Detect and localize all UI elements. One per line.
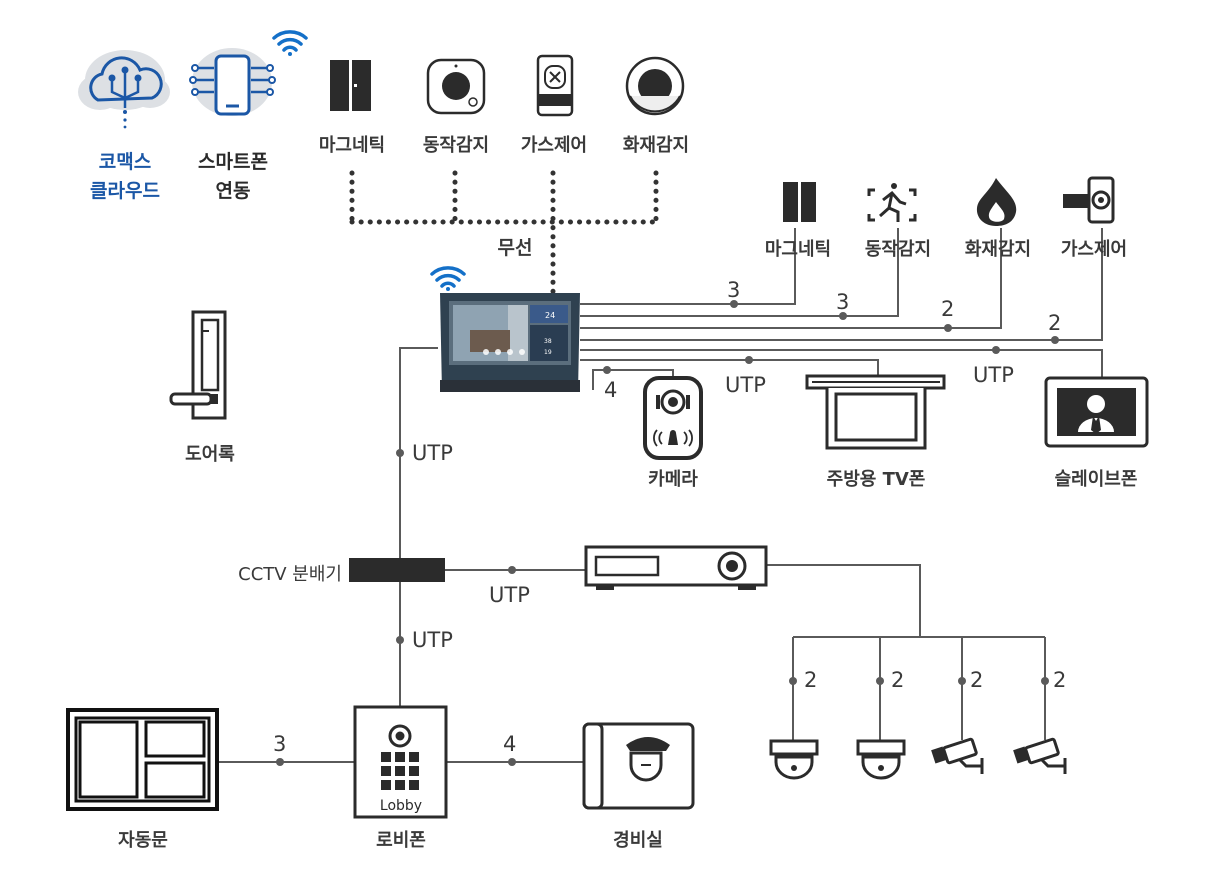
lobby-phone-device-text: Lobby bbox=[380, 798, 422, 814]
junction-dots bbox=[276, 300, 1059, 766]
count-fire: 2 bbox=[941, 297, 955, 321]
wireless-motion-label: 동작감지 bbox=[422, 135, 490, 156]
wire-fire bbox=[580, 228, 1002, 329]
kitchen-tv-phone-icon bbox=[805, 374, 946, 450]
slave-phone-icon bbox=[1044, 376, 1149, 448]
dome-camera-icon bbox=[856, 739, 906, 780]
slave-phone-label: 슬레이브폰 bbox=[1054, 469, 1138, 490]
screen-stat1: 38 bbox=[544, 338, 552, 345]
count-camera: 4 bbox=[604, 378, 618, 402]
screen-stat2: 19 bbox=[544, 349, 552, 356]
count-motion: 3 bbox=[836, 290, 850, 314]
guard-room-icon bbox=[582, 722, 695, 810]
wired-motion-label: 동작감지 bbox=[864, 239, 932, 260]
wire-magnetic bbox=[580, 228, 796, 305]
guard-room-label: 경비실 bbox=[613, 830, 663, 851]
cloud-label-line1: 코맥스 bbox=[98, 151, 152, 173]
main-wall-pad-monitor: 24 38 19 bbox=[440, 293, 580, 392]
count-magnetic: 3 bbox=[727, 278, 741, 302]
cloud-label-line2: 클라우드 bbox=[90, 180, 160, 202]
utp-slave-phone: UTP bbox=[973, 363, 1014, 387]
count-guard-room: 4 bbox=[503, 732, 517, 756]
kitchen-tv-label: 주방용 TV폰 bbox=[826, 469, 926, 490]
bullet-camera-icon bbox=[1013, 737, 1067, 774]
lobby-phone-label: 로비폰 bbox=[376, 830, 426, 851]
lobby-phone-icon: Lobby bbox=[353, 705, 448, 819]
wireless-label: 무선 bbox=[497, 237, 533, 259]
count-cctv-2: 2 bbox=[891, 668, 905, 692]
wire-camera bbox=[592, 369, 674, 390]
dome-camera-icon bbox=[769, 739, 819, 780]
nvr-recorder-icon bbox=[584, 545, 768, 590]
wiring bbox=[217, 170, 1103, 763]
count-cctv-3: 2 bbox=[970, 668, 984, 692]
utp-lobby-trunk: UTP bbox=[412, 628, 453, 652]
count-auto-door: 3 bbox=[273, 732, 287, 756]
auto-door-label: 자동문 bbox=[118, 830, 168, 851]
comax-cloud-icon bbox=[78, 50, 170, 129]
wireless-fire-sensor-icon bbox=[625, 56, 685, 116]
wireless-fire-label: 화재감지 bbox=[622, 135, 690, 156]
wire-slave bbox=[580, 349, 1103, 378]
camera-label: 카메라 bbox=[648, 469, 698, 490]
count-cctv-1: 2 bbox=[804, 668, 818, 692]
wire-monitor-trunk bbox=[399, 347, 438, 708]
utp-monitor-trunk: UTP bbox=[412, 441, 453, 465]
wired-gas-valve-icon bbox=[1063, 176, 1115, 224]
smartphone-label-line1: 스마트폰 bbox=[198, 151, 268, 173]
wireless-dotted-lines bbox=[349, 170, 659, 297]
smartphone-label-line2: 연동 bbox=[215, 180, 251, 202]
door-camera-icon bbox=[643, 376, 703, 460]
cctv-splitter-label: CCTV 분배기 bbox=[238, 564, 342, 585]
wired-magnetic-icon bbox=[783, 182, 816, 222]
door-lock-label: 도어록 bbox=[185, 444, 235, 465]
wireless-gas-label: 가스제어 bbox=[520, 135, 588, 156]
wireless-magnetic-icon bbox=[330, 60, 371, 111]
count-cctv-4: 2 bbox=[1053, 668, 1067, 692]
auto-door-icon bbox=[66, 708, 219, 811]
wired-gas-label: 가스제어 bbox=[1060, 239, 1128, 260]
utp-kitchen-tv: UTP bbox=[725, 373, 766, 397]
wired-motion-sensor-icon bbox=[867, 183, 917, 222]
wireless-motion-sensor-icon bbox=[426, 58, 486, 115]
wired-fire-icon bbox=[976, 178, 1017, 226]
wire-gas bbox=[580, 228, 1103, 341]
wire-motion bbox=[580, 228, 899, 317]
bullet-camera-icon bbox=[931, 737, 984, 774]
door-lock-icon bbox=[169, 310, 227, 420]
count-gas: 2 bbox=[1048, 311, 1062, 335]
monitor-wifi-icon bbox=[430, 266, 466, 291]
wire-tv bbox=[580, 359, 879, 376]
wifi-icon bbox=[272, 30, 308, 56]
wireless-gas-control-icon bbox=[536, 54, 574, 117]
wired-fire-label: 화재감지 bbox=[964, 239, 1032, 260]
screen-temp: 24 bbox=[545, 311, 555, 320]
cctv-splitter-box bbox=[349, 558, 445, 582]
wired-magnetic-label: 마그네틱 bbox=[764, 239, 832, 260]
wire-nvr-cams bbox=[766, 564, 921, 637]
smartphone-icon bbox=[189, 48, 276, 116]
utp-splitter-nvr: UTP bbox=[489, 583, 530, 607]
wireless-magnetic-label: 마그네틱 bbox=[318, 135, 386, 156]
